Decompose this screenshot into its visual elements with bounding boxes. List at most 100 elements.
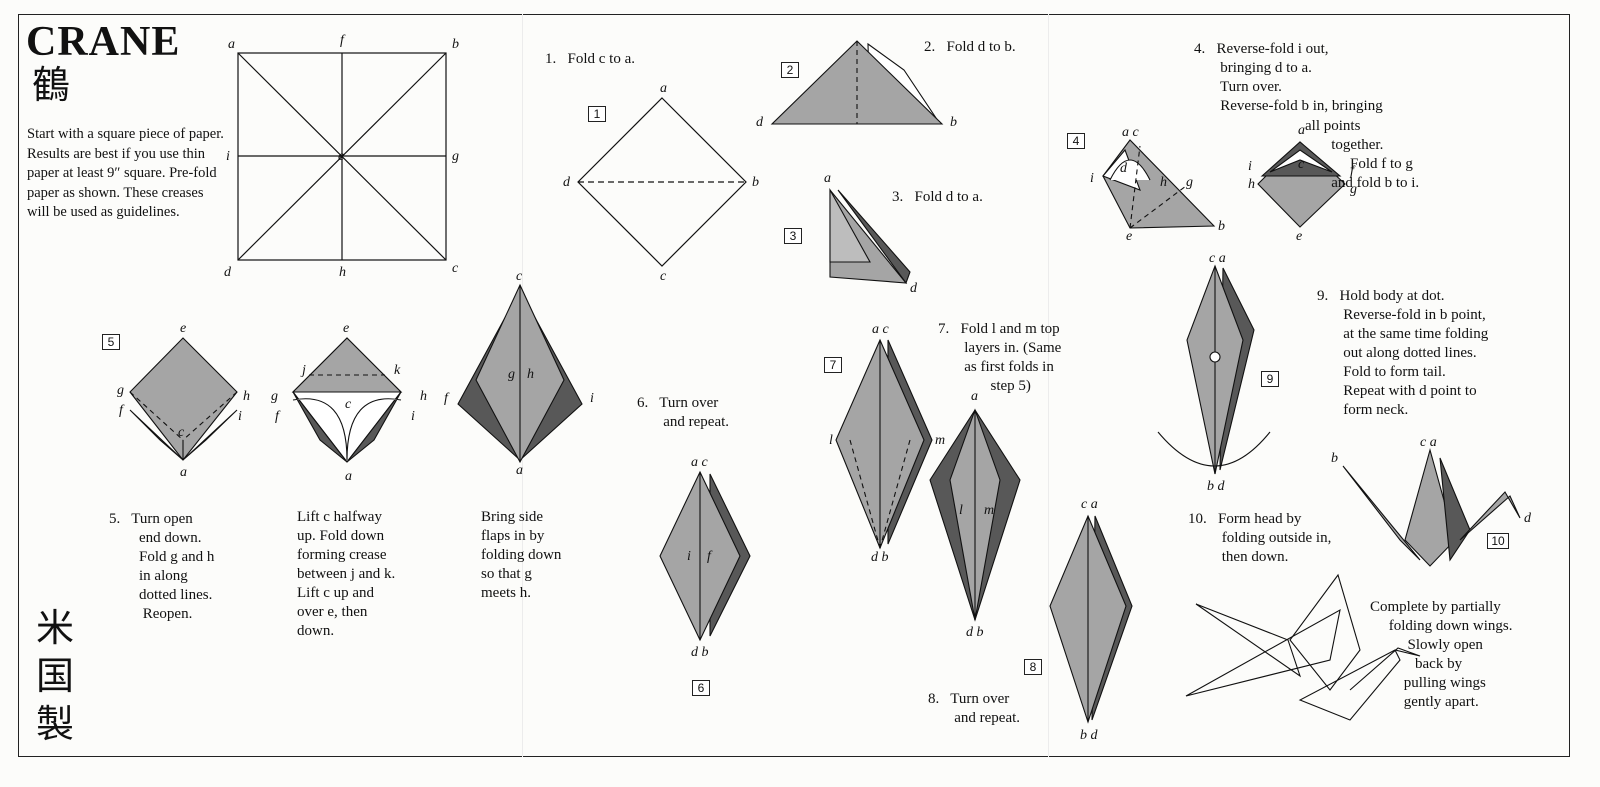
point-label: g	[1350, 182, 1357, 197]
point-label: e	[1296, 229, 1303, 244]
step3-diagram	[829, 187, 911, 285]
point-label: a	[180, 465, 187, 480]
point-label: i	[226, 149, 230, 164]
point-label: h	[420, 389, 427, 404]
step2-diagram	[770, 40, 944, 125]
step-box-2: 2	[781, 62, 799, 78]
point-label: f	[275, 409, 279, 424]
point-label: h	[1248, 177, 1255, 192]
made-in-char: 製	[36, 702, 75, 746]
step10-text: 10. Form head by folding outside in, the…	[1188, 511, 1332, 565]
point-label: i	[411, 409, 415, 424]
point-label: i	[590, 391, 594, 406]
prefold-square-diagram	[237, 52, 447, 261]
point-label: j	[302, 363, 306, 378]
step-box-10: 10	[1487, 533, 1509, 549]
step10-diagram	[1342, 447, 1521, 567]
point-label: h	[1160, 175, 1167, 190]
point-label: b	[452, 37, 459, 52]
point-label: g	[1186, 175, 1193, 190]
point-label: l	[829, 433, 833, 448]
point-label: c	[1298, 157, 1305, 172]
point-label: a	[824, 171, 831, 186]
made-in-char: 国	[36, 654, 75, 698]
point-label: b d	[1207, 479, 1225, 494]
point-label: i	[1248, 159, 1252, 174]
step9-diagram	[1157, 264, 1271, 475]
point-label: m	[935, 433, 946, 448]
made-in-char: 米	[36, 606, 75, 650]
step5-text: 5. Turn open end down. Fold g and h in a…	[109, 511, 215, 622]
step-box-9: 9	[1261, 371, 1279, 387]
point-label: a c	[1122, 125, 1139, 140]
point-label: c	[178, 425, 185, 440]
point-label: b	[1218, 219, 1225, 234]
point-label: g	[271, 389, 278, 404]
point-label: d	[563, 175, 570, 190]
point-label: a	[516, 463, 523, 478]
intro-text: Start with a square piece of paper. Resu…	[27, 126, 224, 220]
step5c-text: Bring side flaps in by folding down so t…	[481, 509, 562, 601]
finish-text: Complete by partially folding down wings…	[1370, 599, 1513, 710]
point-label: f	[1350, 164, 1354, 179]
panel-fold-2	[1048, 14, 1049, 757]
point-label: c	[660, 269, 667, 284]
point-label: a	[660, 81, 667, 96]
step5c-diagram	[457, 283, 583, 464]
point-label: d b	[691, 645, 709, 660]
point-label: b	[1331, 451, 1338, 466]
point-label: g	[117, 383, 124, 398]
point-label: e	[1126, 229, 1133, 244]
point-label: e	[343, 321, 350, 336]
point-label: f	[340, 33, 344, 48]
step5b-diagram	[291, 337, 403, 463]
step-box-1: 1	[588, 106, 606, 122]
point-label: h	[527, 367, 534, 382]
point-label: d	[1524, 511, 1531, 526]
point-label: h	[339, 265, 346, 280]
step-box-6: 6	[692, 680, 710, 696]
point-label: e	[180, 321, 187, 336]
point-label: b d	[1080, 728, 1098, 743]
point-label: k	[394, 363, 401, 378]
point-label: c	[345, 397, 352, 412]
step9-text: 9. Hold body at dot. Reverse-fold in b p…	[1317, 288, 1489, 418]
point-label: a	[228, 37, 235, 52]
step4b-text: all points together. Fold f to g and fol…	[1305, 118, 1420, 191]
point-label: m	[984, 503, 995, 518]
step8-text: 8. Turn over and repeat.	[928, 691, 1021, 726]
step6-text: 6. Turn over and repeat.	[637, 395, 730, 430]
point-label: a	[345, 469, 352, 484]
step5b-text: Lift c halfway up. Fold down forming cre…	[297, 509, 396, 639]
point-label: d	[910, 281, 917, 296]
point-label: d	[756, 115, 763, 130]
step-box-8: 8	[1024, 659, 1042, 675]
point-label: d	[1120, 161, 1127, 176]
title-kanji: 鶴	[32, 63, 71, 107]
step2-text: 2. Fold d to b.	[924, 39, 1016, 55]
sheet-border	[18, 14, 1570, 757]
step4-text: 4. Reverse-fold i out, bringing d to a. …	[1194, 41, 1383, 114]
step-box-4: 4	[1067, 133, 1085, 149]
point-label: b	[752, 175, 759, 190]
point-label: l	[959, 503, 963, 518]
point-label: c	[452, 261, 459, 276]
point-label: c a	[1081, 497, 1098, 512]
step3-text: 3. Fold d to a.	[892, 189, 983, 205]
point-label: b	[950, 115, 957, 130]
step4b-diagram	[1257, 141, 1346, 228]
step7b-diagram	[929, 408, 1021, 622]
point-label: d b	[966, 625, 984, 640]
made-in-stamp: 米 国 製	[36, 604, 74, 748]
point-label: c	[516, 269, 523, 284]
point-label: c a	[1209, 251, 1226, 266]
point-label: a	[971, 389, 978, 404]
point-label: f	[707, 549, 711, 564]
point-label: g	[508, 367, 515, 382]
step1-text: 1. Fold c to a.	[545, 51, 635, 67]
step-box-5: 5	[102, 334, 120, 350]
step-box-7: 7	[824, 357, 842, 373]
point-label: i	[238, 409, 242, 424]
